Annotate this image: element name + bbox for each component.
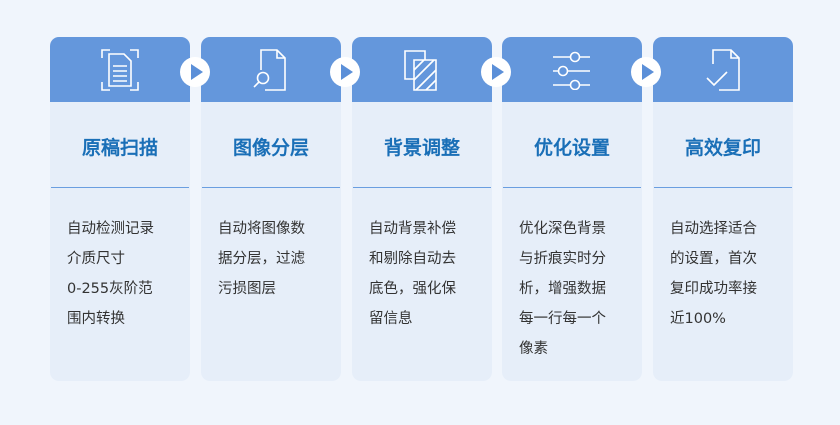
description-line: 围内转换 (67, 311, 125, 327)
next-arrow-icon (180, 57, 210, 87)
description-line: 的设置，首次 (670, 251, 757, 267)
description-line: 0-255灰阶范 (67, 281, 153, 297)
step-title: 原稿扫描 (51, 102, 189, 188)
description-line: 和剔除自动去 (369, 251, 456, 267)
step-header (352, 37, 492, 102)
step-header (502, 37, 642, 102)
description-line: 底色，强化保 (369, 281, 456, 297)
document-search-icon (253, 48, 286, 91)
step-description: 自动检测记录介质尺寸 0-255灰阶范围内转换 (50, 188, 190, 334)
step-card-background: 背景调整 自动背景补偿和剔除自动去底色，强化保留信息 (352, 37, 492, 381)
step-title: 优化设置 (503, 102, 641, 188)
step-card-optimize: 优化设置 优化深色背景与折痕实时分析，增强数据每一行每一个像素 (502, 37, 642, 381)
step-header (201, 37, 341, 102)
step-card-copy: 高效复印 自动选择适合的设置，首次复印成功率接近100% (653, 37, 793, 381)
description-line: 据分层，过滤 (218, 251, 305, 267)
step-description: 自动将图像数据分层，过滤污损图层 (201, 188, 341, 304)
description-line: 优化深色背景 (519, 221, 606, 237)
step-card-scan: 原稿扫描 自动检测记录介质尺寸 0-255灰阶范围内转换 (50, 37, 190, 381)
description-line: 近100% (670, 311, 726, 327)
step-header (653, 37, 793, 102)
description-line: 介质尺寸 (67, 251, 125, 267)
description-line: 自动选择适合 (670, 221, 757, 237)
description-line: 污损图层 (218, 281, 276, 297)
description-line: 像素 (519, 341, 548, 357)
description-line: 自动将图像数 (218, 221, 305, 237)
step-description: 优化深色背景与折痕实时分析，增强数据每一行每一个像素 (502, 188, 642, 364)
step-description: 自动背景补偿和剔除自动去底色，强化保留信息 (352, 188, 492, 334)
scan-document-icon (101, 48, 139, 91)
step-description: 自动选择适合的设置，首次复印成功率接近100% (653, 188, 793, 334)
layers-icon (404, 49, 437, 91)
next-arrow-icon (330, 57, 360, 87)
next-arrow-icon (481, 57, 511, 87)
document-check-icon (706, 48, 740, 91)
step-title: 高效复印 (654, 102, 792, 188)
step-card-layer: 图像分层 自动将图像数据分层，过滤污损图层 (201, 37, 341, 381)
description-line: 复印成功率接 (670, 281, 757, 297)
description-line: 与折痕实时分 (519, 251, 606, 267)
next-arrow-icon (631, 57, 661, 87)
sliders-icon (553, 51, 590, 90)
description-line: 每一行每一个 (519, 311, 606, 327)
step-header (50, 37, 190, 102)
description-line: 自动背景补偿 (369, 221, 456, 237)
description-line: 留信息 (369, 311, 413, 327)
description-line: 析，增强数据 (519, 281, 606, 297)
description-line: 自动检测记录 (67, 221, 154, 237)
step-title: 背景调整 (353, 102, 491, 188)
step-title: 图像分层 (202, 102, 340, 188)
